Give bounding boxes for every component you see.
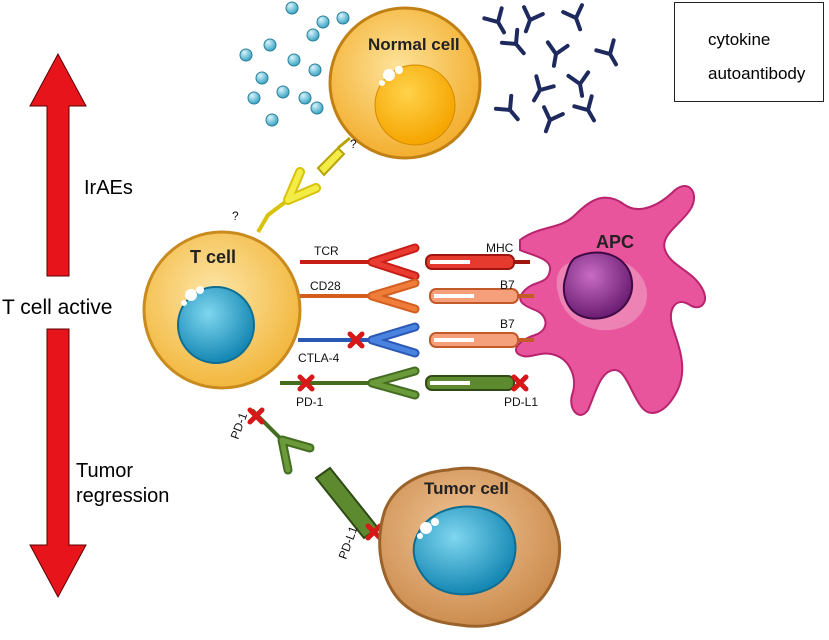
ctla4-receptor [298,322,420,358]
legend-cytokine-label: cytokine [708,30,771,49]
ctla4-label: CTLA-4 [298,351,340,365]
pdl1-block-mark-lower [365,523,383,541]
mhc-ligand [425,254,530,270]
tumor-label-line2: regression [76,485,170,507]
b7-label-top: B7 [500,278,515,292]
tumor-cell-label: Tumor cell [424,479,509,498]
unknown-receptor [256,136,351,234]
pdl1-block-mark [511,374,529,392]
apc-cell [515,184,706,416]
pd1-receptor [280,366,420,400]
question-mark-upper: ? [350,137,357,151]
autoantibody-group [482,3,618,134]
normal-cell [328,6,482,160]
mhc-label: MHC [486,241,514,255]
pdl1-label: PD-L1 [504,395,538,409]
legend-box: cytokine autoantibody [674,2,824,102]
t-cell [142,230,302,390]
b7-ligand-top [429,288,534,304]
lower-double-arrow [29,328,87,599]
pdl1-label-lower: PD-L1 [336,524,361,561]
tumor-regression-label: Tumor regression [76,459,206,509]
pd1-label: PD-1 [296,395,324,409]
cd28-receptor [300,278,420,314]
tumor-label-line1: Tumor [76,460,134,482]
cd28-label: CD28 [310,279,341,293]
question-mark-lower: ? [232,209,239,223]
apc-label: APC [596,232,634,252]
pd1-block-mark [297,374,315,392]
tcr-receptor [300,243,420,281]
tumor-cell [378,466,562,628]
b7-label-bottom: B7 [500,317,515,331]
b7-ligand-bottom [429,332,534,348]
irae-label: IrAEs [84,177,133,199]
ctla4-block-mark [347,331,365,349]
pd1-block-mark-lower [247,407,265,425]
t-cell-label: T cell [190,247,236,267]
pdl1-ligand [425,375,515,391]
tcr-label: TCR [314,244,339,258]
pd1-label-lower: PD-1 [228,410,251,441]
normal-cell-label: Normal cell [368,35,460,54]
upper-double-arrow [29,52,87,277]
t-cell-active-label: T cell active [2,296,113,319]
legend-autoantibody-label: autoantibody [708,64,806,83]
